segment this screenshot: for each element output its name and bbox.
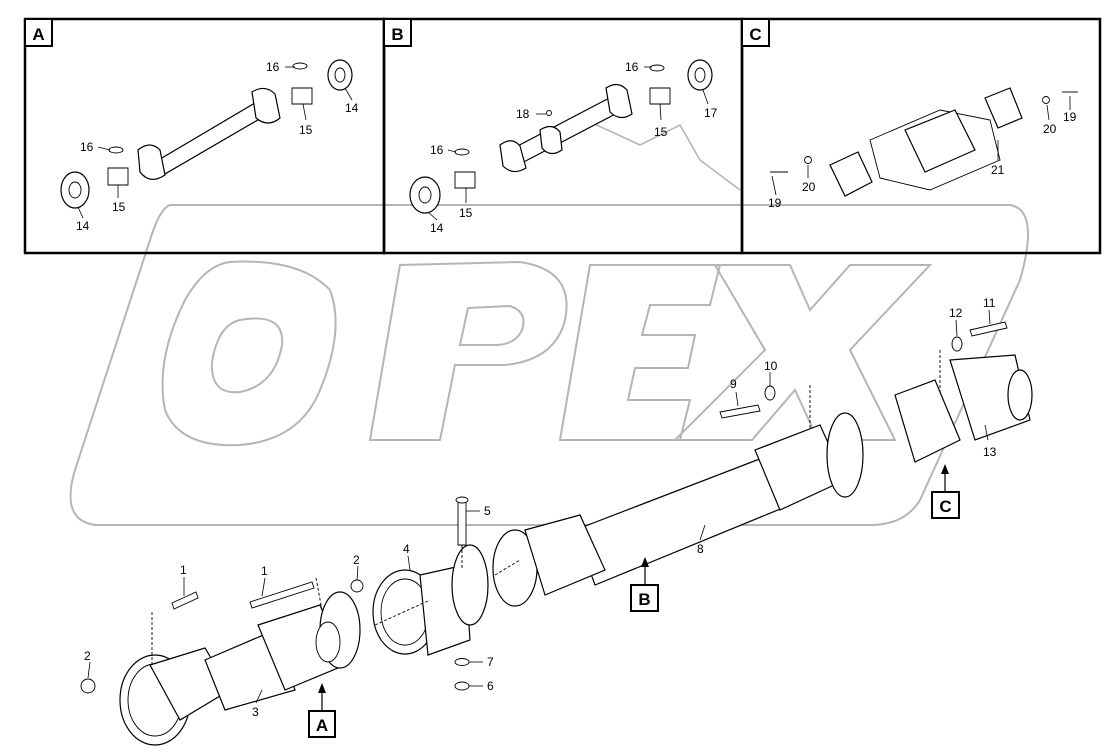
universal-joint <box>894 379 961 463</box>
callout-b-15-upper: 15 <box>654 125 668 139</box>
callout-11: 11 <box>983 296 996 310</box>
section-marker-c-label: C <box>939 497 951 516</box>
callout-a-16-lower: 16 <box>80 140 94 154</box>
panel-b-callouts: 16 15 17 18 16 15 14 <box>427 60 718 235</box>
detail-panel-c: C <box>740 17 1102 255</box>
panel-a-callouts: 16 15 14 16 15 14 <box>76 60 359 233</box>
main-driveshaft-drawing <box>80 321 1033 746</box>
panel-a-label: A <box>32 25 44 44</box>
callout-c-21: 21 <box>991 163 1005 177</box>
section-marker-c: C <box>931 464 960 519</box>
callout-7: 7 <box>487 655 494 669</box>
callout-c-19-right: 19 <box>1063 110 1077 124</box>
callout-10: 10 <box>764 359 778 373</box>
callout-a-14-lower: 14 <box>76 219 90 233</box>
callout-b-16-upper: 16 <box>625 60 639 74</box>
panel-a-shaft-drawing <box>60 59 353 209</box>
section-marker-a-label: A <box>316 716 328 735</box>
callout-b-14: 14 <box>430 221 444 235</box>
callout-1-left: 1 <box>180 563 187 577</box>
callout-4: 4 <box>403 542 410 556</box>
callout-2-left: 2 <box>84 649 91 663</box>
panel-c-label: C <box>749 25 761 44</box>
callout-5: 5 <box>484 504 491 518</box>
callout-a-15-upper: 15 <box>299 123 313 137</box>
callout-a-14-upper: 14 <box>345 101 359 115</box>
main-callouts: 1 1 2 2 3 4 5 6 7 8 9 10 11 12 13 <box>84 296 997 719</box>
callout-c-20-right: 20 <box>1043 122 1057 136</box>
panel-c-callouts: 19 20 21 20 19 <box>768 96 1077 210</box>
rear-tube <box>574 454 791 586</box>
callout-b-18: 18 <box>516 107 530 121</box>
callout-2-right: 2 <box>353 553 360 567</box>
callout-6: 6 <box>487 679 494 693</box>
callout-12: 12 <box>949 306 963 320</box>
callout-13: 13 <box>983 445 997 459</box>
callout-a-16-upper: 16 <box>266 60 280 74</box>
callout-c-19-left: 19 <box>768 196 782 210</box>
section-marker-a: A <box>308 683 336 738</box>
callout-c-20-left: 20 <box>802 180 816 194</box>
callout-3: 3 <box>252 705 259 719</box>
callout-9: 9 <box>730 377 737 391</box>
callout-b-15-lower: 15 <box>459 206 473 220</box>
section-marker-b-label: B <box>638 590 650 609</box>
callout-b-16-lower: 16 <box>430 143 444 157</box>
section-marker-b: B <box>630 557 659 612</box>
callout-a-15-lower: 15 <box>112 200 126 214</box>
panel-c-center-bearing-drawing <box>770 87 1078 197</box>
callout-b-17: 17 <box>704 106 718 120</box>
callout-8: 8 <box>697 542 704 556</box>
watermark-outline <box>69 114 1029 526</box>
panel-b-label: B <box>391 25 403 44</box>
panel-b-shaft-drawing <box>409 59 713 214</box>
callout-1-right: 1 <box>261 564 268 578</box>
rear-flange <box>826 412 864 498</box>
